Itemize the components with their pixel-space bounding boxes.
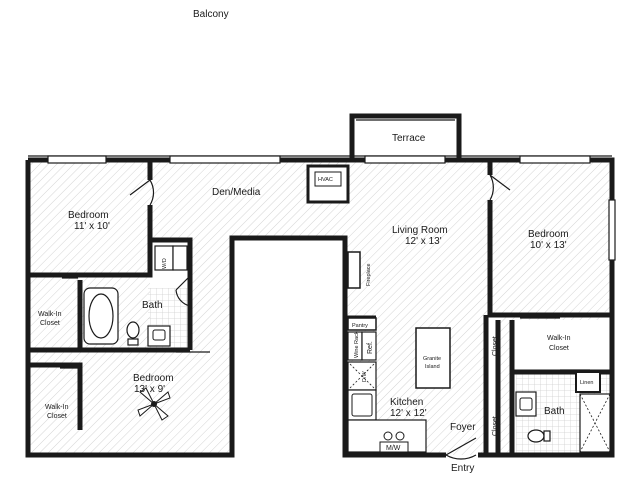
room-labels: Den/Media HVAC Bedroom 11' x 10' W/D Bat… [38, 177, 593, 474]
granite-label-1: Granite [423, 356, 441, 362]
bedroom-left-label: Bedroom [68, 210, 109, 221]
living-dim: 12' x 13' [405, 236, 442, 247]
walkin-right-1: Walk-In [547, 335, 571, 342]
living-label: Living Room [392, 225, 448, 236]
linen-label: Linen [580, 380, 593, 386]
wine-label: Wine Rack [354, 331, 360, 358]
ceiling-fan-icon [137, 387, 171, 421]
walkin-left-bottom-2: Closet [47, 413, 67, 420]
bedroom-bottom-label: Bedroom [133, 373, 174, 384]
bedroom-bottom-dim: 13' x 9' [134, 384, 165, 395]
walkin-left-top-1: Walk-In [38, 311, 62, 318]
doors [60, 174, 590, 460]
wd-label: W/D [162, 258, 168, 269]
hvac-label: HVAC [318, 177, 333, 183]
ref-label: Ref. [367, 341, 374, 354]
closet-label-1: Closet [492, 336, 499, 356]
closet-label-2: Closet [492, 416, 499, 436]
walkin-left-bottom-1: Walk-In [45, 404, 69, 411]
bedroom-right-dim: 10' x 13' [530, 240, 567, 251]
den-label: Den/Media [212, 187, 261, 198]
granite-label-2: Island [425, 364, 440, 370]
walkin-right-2: Closet [549, 345, 569, 352]
entry-label: Entry [451, 463, 474, 474]
bath-right-label: Bath [544, 406, 565, 417]
bedroom-left-dim: 11' x 10' [74, 221, 110, 232]
fireplace-label: Fireplace [366, 263, 372, 286]
fixtures [83, 245, 611, 453]
foyer-label: Foyer [450, 422, 476, 433]
bedroom-right-label: Bedroom [528, 229, 569, 240]
terrace: Terrace [349, 113, 462, 162]
terrace-label: Terrace [392, 133, 426, 144]
mw-label: M/W [386, 445, 401, 452]
pantry-label: Pantry [352, 323, 368, 329]
balcony-label: Balcony [193, 9, 229, 20]
outer-walls [25, 155, 616, 458]
walkin-left-top-2: Closet [40, 320, 60, 327]
kitchen-label: Kitchen [390, 397, 423, 408]
bath-left-label: Bath [142, 300, 163, 311]
dw-label: D/W [362, 371, 368, 383]
kitchen-dim: 12' x 12' [390, 408, 427, 419]
